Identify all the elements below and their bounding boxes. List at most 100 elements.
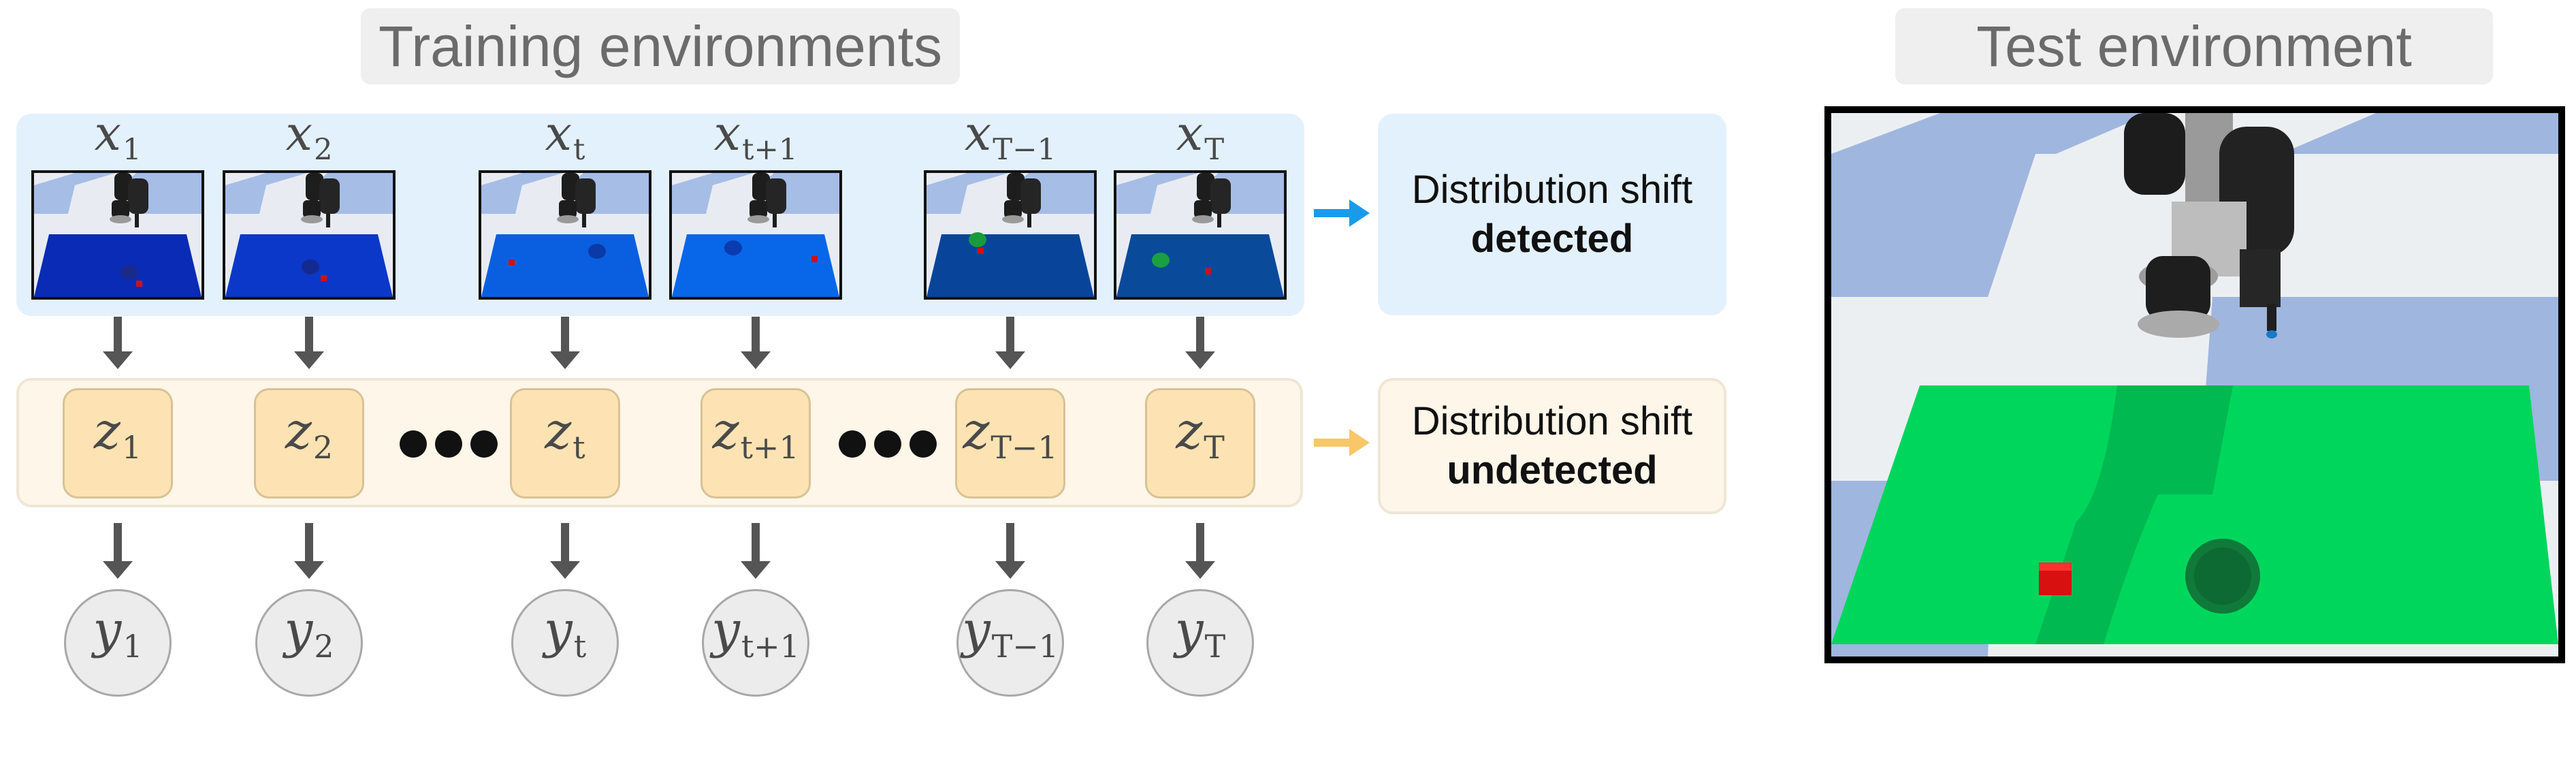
arrow-z-to-y-6 [1185,523,1215,579]
z-label-3: zt [545,402,585,466]
y-label-3-subscript: t [573,627,587,665]
x-label-6: xT [1176,106,1224,167]
test-environment-title: Test environment [1895,8,2493,84]
y-label-4-subscript: t+1 [741,627,800,665]
z-label-6: zT [1176,402,1225,466]
latent-node-5 [955,388,1065,498]
undetected-line1: Distribution shift [1411,398,1693,443]
y-label-6: yT [1175,601,1225,665]
output-node-5 [956,589,1064,697]
x-label-2-subscript: 2 [313,132,333,167]
detected-result-box: Distribution shift detected [1378,114,1726,315]
z-label-1-subscript: 1 [121,428,142,466]
y-label-3-base: y [543,601,573,659]
x-label-6-subscript: T [1204,132,1225,167]
latent-band [16,378,1303,507]
x-label-1-base: x [94,106,121,161]
y-label-5-subscript: T−1 [991,627,1059,665]
x-label-5-subscript: T−1 [993,132,1057,167]
x-label-4: xt+1 [714,106,798,167]
y-label-1-base: y [93,601,122,659]
test-environment-image [1824,106,2565,663]
observation-thumbnail [1114,170,1287,300]
latent-node-1 [63,388,173,498]
y-label-6-base: y [1174,601,1204,659]
arrow-x-to-z-1 [103,317,133,369]
y-label-3: yt [544,601,586,665]
x-label-5: xT−1 [965,106,1056,167]
arrow-z-to-y-4 [741,523,771,579]
z-label-5-base: z [963,402,990,460]
training-environments-title: Training environments [361,8,960,84]
test-table [1831,385,2558,644]
arrow-x-to-z-3 [550,317,580,369]
detected-line2: detected [1470,217,1634,261]
observation-thumbnail [31,170,204,300]
arrow-x-to-z-4 [741,317,771,369]
undetected-result-box: Distribution shift undetected [1378,378,1726,514]
y-label-4: yt+1 [711,601,800,665]
x-label-3-subscript: t [573,132,585,167]
arrow-z-to-y-2 [294,523,324,579]
arrow-to-undetected [1314,429,1370,456]
latent-node-2 [254,388,364,498]
z-label-1-base: z [93,402,120,460]
x-label-1: x1 [94,106,141,167]
y-label-1: y1 [93,601,143,665]
observation-thumbnail [924,170,1097,300]
latent-node-4 [701,388,811,498]
y-label-5-base: y [961,601,991,659]
arrow-to-detected [1314,200,1370,227]
arrow-x-to-z-6 [1185,317,1215,369]
output-node-3 [511,589,619,697]
y-label-5: yT−1 [962,601,1059,665]
x-label-1-subscript: 1 [122,132,142,167]
z-label-2-base: z [285,402,312,460]
y-label-2-subscript: 2 [314,627,334,665]
y-label-6-subscript: T [1204,627,1226,665]
arrow-z-to-y-3 [550,523,580,579]
x-label-3-base: x [545,106,573,161]
ellipsis-dots-1 [400,430,498,458]
ellipsis-dots-2 [839,430,937,458]
x-label-6-base: x [1176,106,1204,161]
undetected-line2: undetected [1447,448,1658,492]
output-node-2 [255,589,363,697]
latent-node-3 [510,388,620,498]
z-label-2-subscript: 2 [312,428,334,466]
z-label-6-base: z [1176,402,1203,460]
detected-line1: Distribution shift [1411,167,1693,212]
x-label-2-base: x [285,106,312,161]
arrow-x-to-z-2 [294,317,324,369]
x-label-5-base: x [964,106,992,161]
z-label-5: zT−1 [963,402,1057,466]
arrow-z-to-y-5 [995,523,1025,579]
output-node-1 [64,589,172,697]
arrow-z-to-y-1 [103,523,133,579]
y-label-1-subscript: 1 [123,627,143,665]
arrow-x-to-z-5 [995,317,1025,369]
output-node-4 [702,589,809,697]
observation-thumbnail [669,170,842,300]
observation-thumbnail [223,170,396,300]
test-scene [1831,113,2558,656]
z-label-3-subscript: t [573,428,585,466]
x-label-3: xt [545,106,585,167]
z-label-5-subscript: T−1 [991,428,1058,466]
z-label-4-subscript: t+1 [740,428,799,466]
x-label-4-base: x [713,106,741,161]
output-node-6 [1146,589,1254,697]
y-label-4-base: y [711,601,740,659]
z-label-6-subscript: T [1204,428,1225,466]
x-label-2: x2 [285,106,332,167]
z-label-4-base: z [712,402,739,460]
y-label-2-base: y [284,601,313,659]
z-label-3-base: z [545,402,572,460]
z-label-1: z1 [94,402,142,466]
latent-node-6 [1145,388,1255,498]
z-label-2: z2 [285,402,333,466]
z-label-4: zt+1 [712,402,799,466]
x-label-4-subscript: t+1 [742,132,798,167]
y-label-2: y2 [285,601,334,665]
